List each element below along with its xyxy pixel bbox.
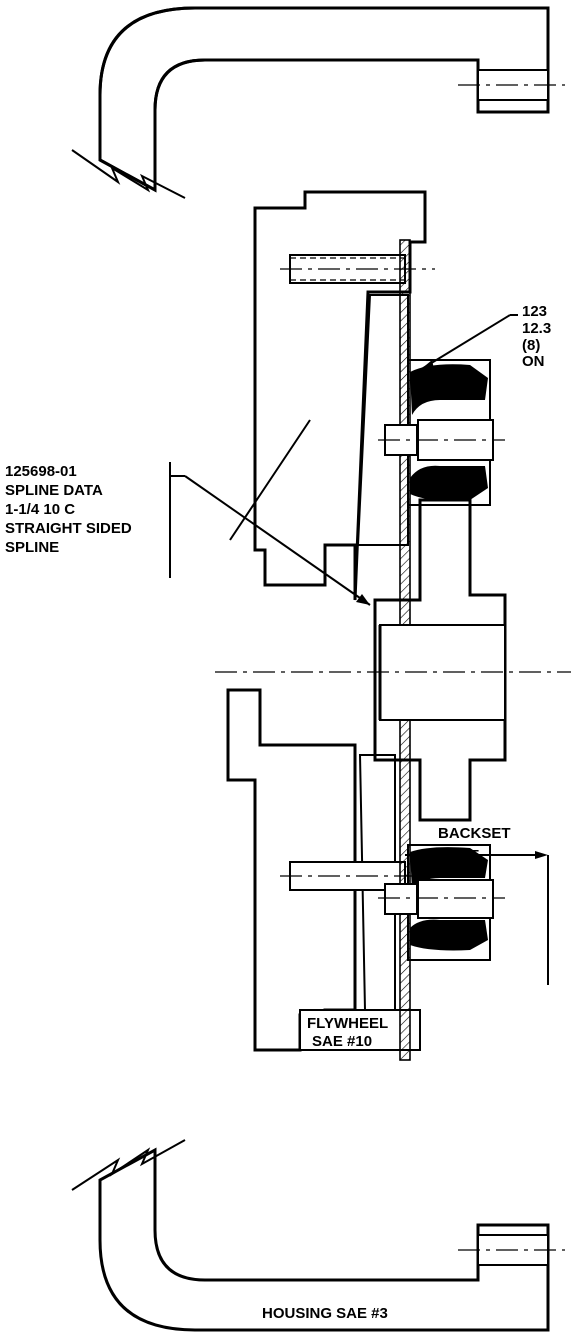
elastomer-upper xyxy=(378,359,505,506)
plate-leader xyxy=(419,314,518,371)
callout-on: ON xyxy=(522,353,545,370)
spline-part-number: 125698-01 xyxy=(5,463,77,480)
callout-quantity: (8) xyxy=(522,337,540,354)
backset-dimension xyxy=(405,851,549,985)
flywheel-lower xyxy=(226,688,435,1052)
spline-data-heading: SPLINE DATA xyxy=(5,482,103,499)
spline-size: 1-1/4 10 C xyxy=(5,501,75,518)
housing-top xyxy=(71,6,565,199)
spline-word: SPLINE xyxy=(5,539,59,556)
flywheel-label: FLYWHEEL xyxy=(307,1015,388,1032)
housing-bottom xyxy=(71,1139,565,1332)
callout-part-number: 123 xyxy=(522,303,547,320)
backset-label: BACKSET xyxy=(438,825,511,842)
flywheel-sae: SAE #10 xyxy=(312,1033,372,1050)
callout-dimension: 12.3 xyxy=(522,320,551,337)
backset-value: 2.125 xyxy=(442,847,480,864)
housing-label-bg xyxy=(255,1300,403,1324)
elastomer-lower xyxy=(378,844,505,961)
housing-label: HOUSING SAE #3 xyxy=(262,1305,388,1322)
spline-leader xyxy=(169,462,371,606)
spline-type: STRAIGHT SIDED xyxy=(5,520,132,537)
